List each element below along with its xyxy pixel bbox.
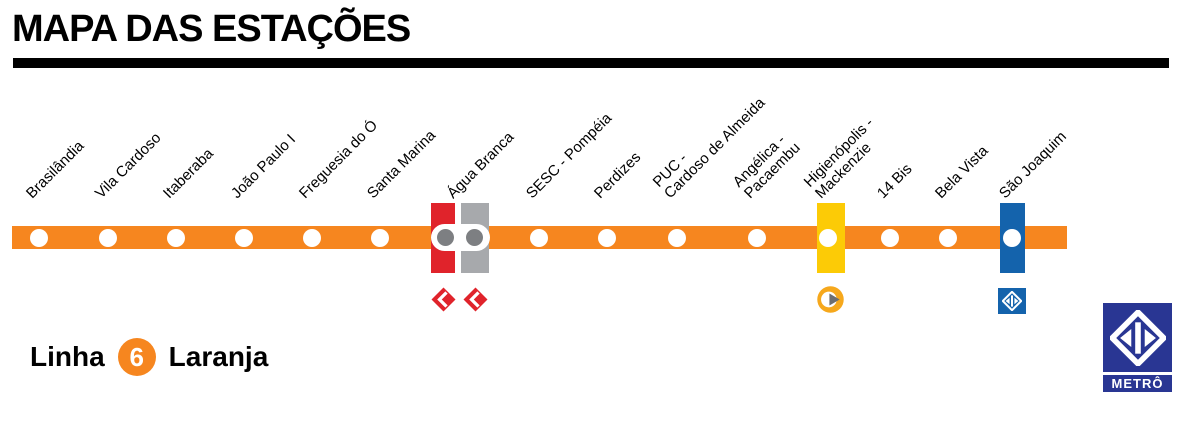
interchange-dot: [437, 229, 454, 246]
station-dot: [1003, 229, 1021, 247]
line-legend: Linha 6 Laranja: [30, 338, 268, 376]
station-dot: [167, 229, 185, 247]
station-label: Vila Cardoso: [91, 129, 165, 202]
title-underline: [13, 58, 1169, 68]
station-dot: [530, 229, 548, 247]
station-label: Bela Vista: [931, 142, 992, 202]
metro-emblem-icon: [1103, 303, 1172, 372]
station-dot: [881, 229, 899, 247]
station-dot: [748, 229, 766, 247]
metro-mini-logo-icon: [998, 288, 1026, 314]
metro-logo: METRÔ: [1103, 303, 1172, 392]
station-label: Santa Marina: [363, 126, 440, 202]
line6-number-badge: 6: [117, 338, 156, 376]
station-label: Água Branca: [443, 128, 518, 202]
station-dot: [30, 229, 48, 247]
viaquatro-logo-icon: [817, 286, 844, 313]
station-dot: [668, 229, 686, 247]
station-label: Perdizes: [590, 148, 645, 202]
station-dot: [99, 229, 117, 247]
station-label: João Paulo I: [227, 131, 299, 202]
station-dot: [598, 229, 616, 247]
legend-line-name: Laranja: [168, 341, 269, 372]
station-label: 14 Bis: [873, 160, 916, 202]
station-dot: [235, 229, 253, 247]
station-dot: [303, 229, 321, 247]
station-dot: [819, 229, 837, 247]
metro-logo-text: METRÔ: [1103, 375, 1172, 392]
station-label: Angélica -Pacaembu: [729, 131, 804, 202]
page-title: MAPA DAS ESTAÇÕES: [12, 8, 411, 50]
station-dot: [939, 229, 957, 247]
line-number: 6: [129, 341, 144, 372]
station-dot: [371, 229, 389, 247]
station-label: Itaberaba: [159, 145, 217, 202]
interchange-dot: [466, 229, 483, 246]
legend-linha-label: Linha: [30, 341, 105, 372]
cptm-logo-icon: [462, 287, 489, 312]
station-label: São Joaquim: [995, 128, 1070, 202]
station-label: Brasilândia: [22, 137, 88, 202]
cptm-logo-icon: [430, 287, 457, 312]
